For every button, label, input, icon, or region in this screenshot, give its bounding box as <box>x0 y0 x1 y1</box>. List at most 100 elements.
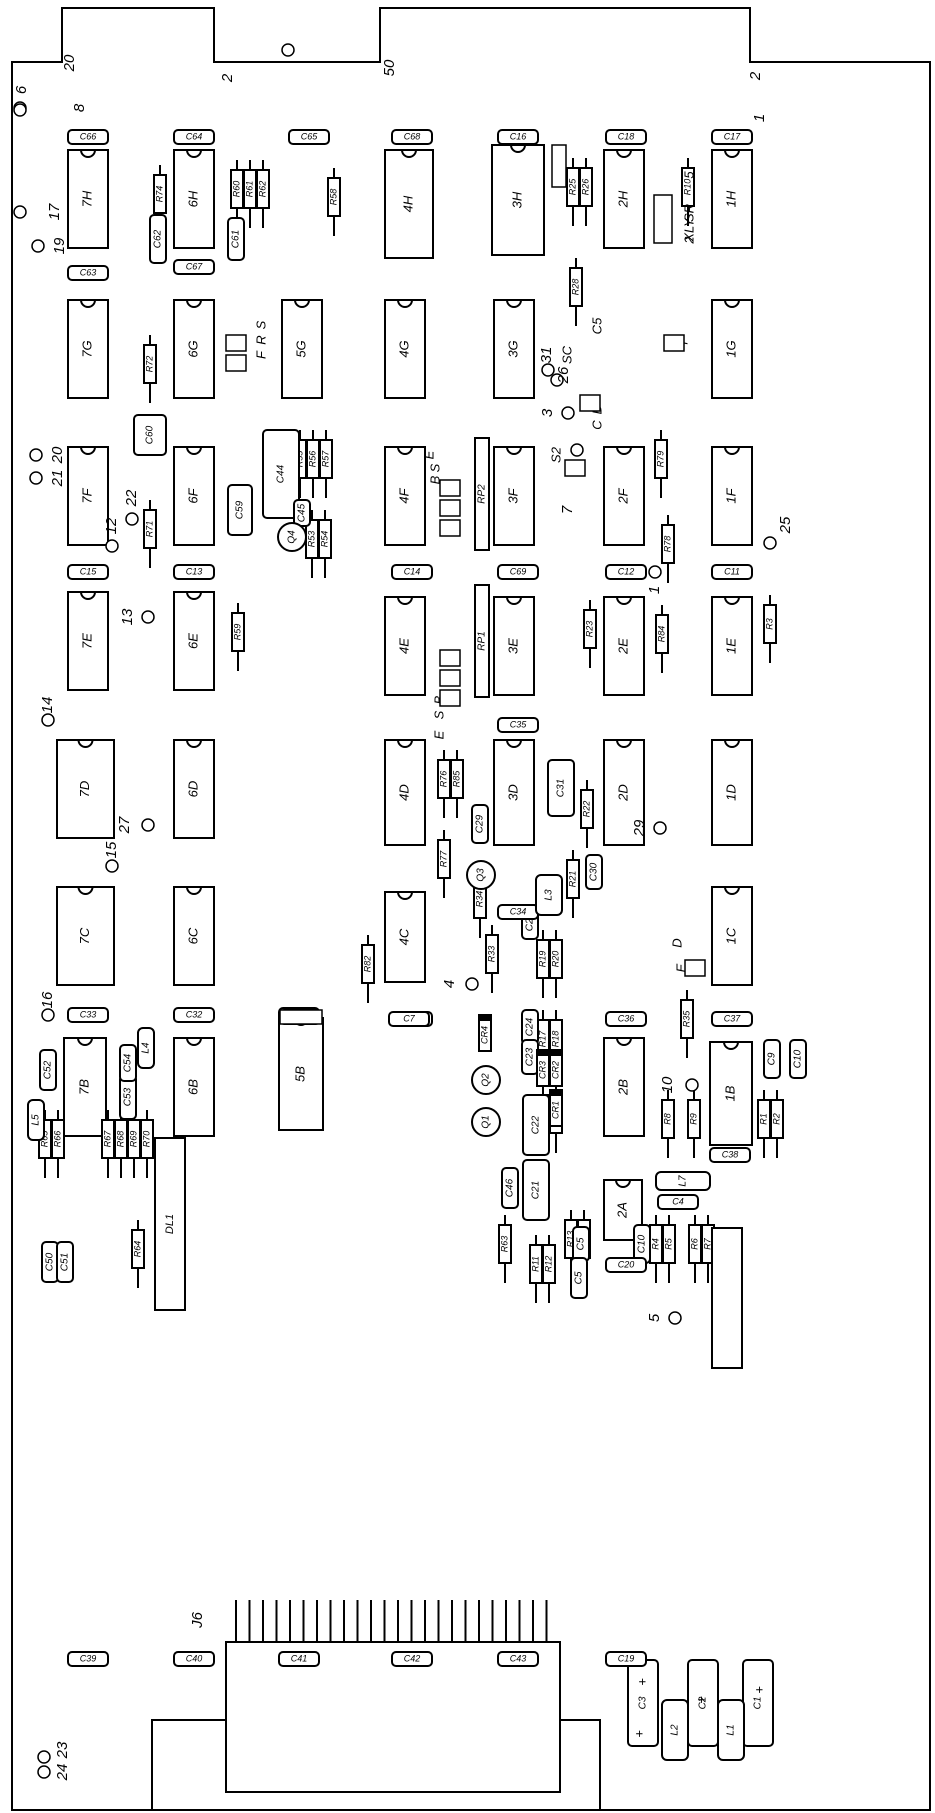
capacitor: C54 <box>119 1044 137 1082</box>
capacitor: C29 <box>471 804 489 844</box>
jumper-block <box>439 669 461 687</box>
ic-notch <box>397 299 413 308</box>
test-point-label: 22 <box>123 489 140 507</box>
test-point: 23 <box>37 1741 71 1764</box>
jumper-label: S <box>431 710 446 719</box>
test-point-label: 25 <box>777 516 794 534</box>
test-point: 25 <box>763 516 794 550</box>
test-point: 12 <box>103 517 120 553</box>
capacitor: C59 <box>227 484 253 536</box>
bypass-capacitor: C18 <box>605 129 647 145</box>
capacitor: C9 <box>763 1039 781 1079</box>
resistor: R76 <box>437 750 451 818</box>
resistor-label: R11 <box>530 1256 540 1272</box>
capacitor-body <box>501 1167 519 1209</box>
test-point-pad <box>41 1008 55 1022</box>
capacitor-label: C10 <box>637 1234 648 1253</box>
mounting-hole <box>281 43 295 57</box>
resistor-label: R1 <box>758 1113 768 1125</box>
capacitor-body <box>547 759 575 817</box>
resistor: R84 <box>655 605 669 673</box>
resistor: R26 <box>579 158 593 226</box>
test-point-pad <box>29 471 43 485</box>
header-block <box>279 1009 323 1025</box>
resistor-label: R61 <box>244 181 254 198</box>
test-point-label: 10 <box>659 1076 676 1093</box>
resistor: R70 <box>140 1110 154 1178</box>
ic-body <box>603 739 645 846</box>
jumper-label: E <box>421 450 436 459</box>
capacitor-label: C3 <box>638 1696 649 1709</box>
resistor-body <box>131 1229 145 1269</box>
bypass-capacitor-body <box>173 259 215 275</box>
ic-chip: 4E <box>384 596 426 696</box>
test-point-pad <box>105 539 119 553</box>
resistor-label: R3 <box>764 618 774 630</box>
ic-body <box>711 149 753 249</box>
test-point-label: 26 <box>555 366 572 384</box>
transistor: Q1 <box>471 1107 501 1137</box>
jumper-label: + <box>693 1696 708 1704</box>
resistor-body <box>485 934 499 974</box>
bypass-capacitor-body <box>605 1011 647 1027</box>
bypass-capacitor: C35 <box>497 717 539 733</box>
inductor-body <box>27 1099 45 1141</box>
bypass-capacitor: C65 <box>288 129 330 145</box>
ic-body <box>173 591 215 691</box>
ic-chip: 1H <box>711 149 753 249</box>
bypass-capacitor: C68 <box>391 129 433 145</box>
resistor-label: R71 <box>144 521 154 538</box>
ic-chip: 6D <box>173 739 215 839</box>
capacitor-label: C60 <box>145 425 156 444</box>
transistor-body <box>471 1107 501 1137</box>
resistor: R21 <box>566 850 580 918</box>
bypass-capacitor: C7 <box>388 1011 430 1027</box>
transistor-body <box>466 860 496 890</box>
bypass-capacitor-label: C7 <box>403 1013 415 1023</box>
capacitor: C5 <box>570 1257 588 1299</box>
bypass-capacitor: C4 <box>657 1194 699 1210</box>
delay-line-body <box>154 1137 186 1311</box>
resistor-body <box>680 999 694 1039</box>
capacitor-label: C46 <box>505 1178 516 1197</box>
capacitor-label: C1 <box>753 1697 764 1710</box>
test-point-label: 3 <box>539 408 556 417</box>
resistor-label: R67 <box>102 1130 112 1148</box>
ic-body <box>173 886 215 986</box>
resistor: R11 <box>529 1235 543 1303</box>
bypass-capacitor-label: C67 <box>186 261 204 271</box>
resistor-body <box>655 614 669 654</box>
capacitor: C52 <box>39 1049 57 1091</box>
bypass-capacitor-label: C32 <box>186 1009 203 1019</box>
resistor: R85 <box>450 750 464 818</box>
resistor-body <box>580 789 594 829</box>
test-point: 15 <box>103 841 120 873</box>
ic-label: 5G <box>293 340 308 357</box>
test-point-pad <box>570 443 584 457</box>
ic-notch <box>80 591 96 600</box>
ic-body <box>56 739 115 839</box>
capacitor-label: C10 <box>793 1049 804 1068</box>
bypass-capacitor-body <box>709 1147 751 1163</box>
resistor: R2 <box>770 1090 784 1158</box>
ic-label: 3E <box>505 638 520 654</box>
capacitor-label: C53 <box>123 1087 134 1106</box>
jumper-label: S <box>427 463 442 472</box>
resistor: R79 <box>654 430 668 498</box>
jumper-label: B <box>427 475 442 484</box>
resistor-label: R74 <box>154 186 164 203</box>
test-point-pad <box>550 373 564 387</box>
jumper-block <box>439 689 461 707</box>
transistor-label: Q2 <box>481 1073 492 1087</box>
inductor-label: L1 <box>726 1724 737 1735</box>
bypass-capacitor-body <box>278 1651 320 1667</box>
ic-notch <box>80 299 96 308</box>
ic-notch <box>510 144 526 153</box>
capacitor: C62 <box>149 214 167 264</box>
capacitor-label: C50 <box>45 1252 56 1271</box>
test-point-pad <box>763 536 777 550</box>
ic-body <box>384 149 434 259</box>
resistor-pack-label: RP2 <box>477 484 488 504</box>
bypass-capacitor: C64 <box>173 129 215 145</box>
resistor: R59 <box>231 603 245 671</box>
